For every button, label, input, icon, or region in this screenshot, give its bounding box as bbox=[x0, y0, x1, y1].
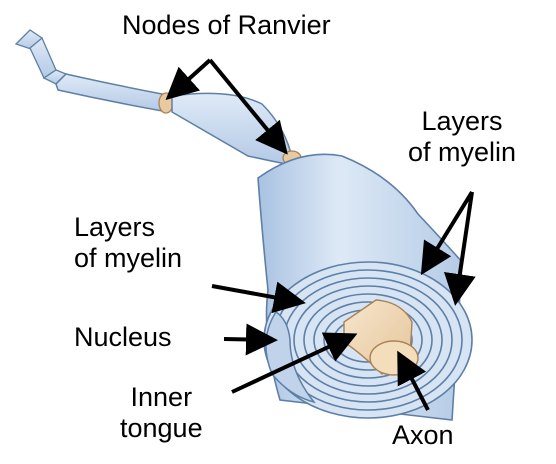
label-layers-of-myelin-right: Layers of myelin bbox=[408, 106, 516, 169]
label-inner-tongue-line2: tongue bbox=[120, 413, 203, 444]
label-layers-of-myelin-left-line1: Layers bbox=[74, 212, 182, 243]
internode-segment-1 bbox=[56, 74, 168, 112]
label-axon: Axon bbox=[392, 420, 454, 451]
label-nodes-of-ranvier: Nodes of Ranvier bbox=[122, 10, 331, 41]
label-inner-tongue: Inner tongue bbox=[120, 382, 203, 445]
internode-segment-2 bbox=[172, 93, 296, 166]
label-inner-tongue-line1: Inner bbox=[120, 382, 203, 413]
label-layers-of-myelin-left-line2: of myelin bbox=[74, 243, 182, 274]
label-layers-of-myelin-right-line1: Layers bbox=[408, 106, 516, 137]
label-layers-of-myelin-right-line2: of myelin bbox=[408, 137, 516, 168]
label-layers-of-myelin-left: Layers of myelin bbox=[74, 212, 182, 275]
arrow-to-node-1 bbox=[170, 60, 210, 96]
cell-process bbox=[16, 30, 66, 84]
arrow-nucleus bbox=[224, 339, 272, 340]
label-nucleus: Nucleus bbox=[74, 322, 172, 353]
